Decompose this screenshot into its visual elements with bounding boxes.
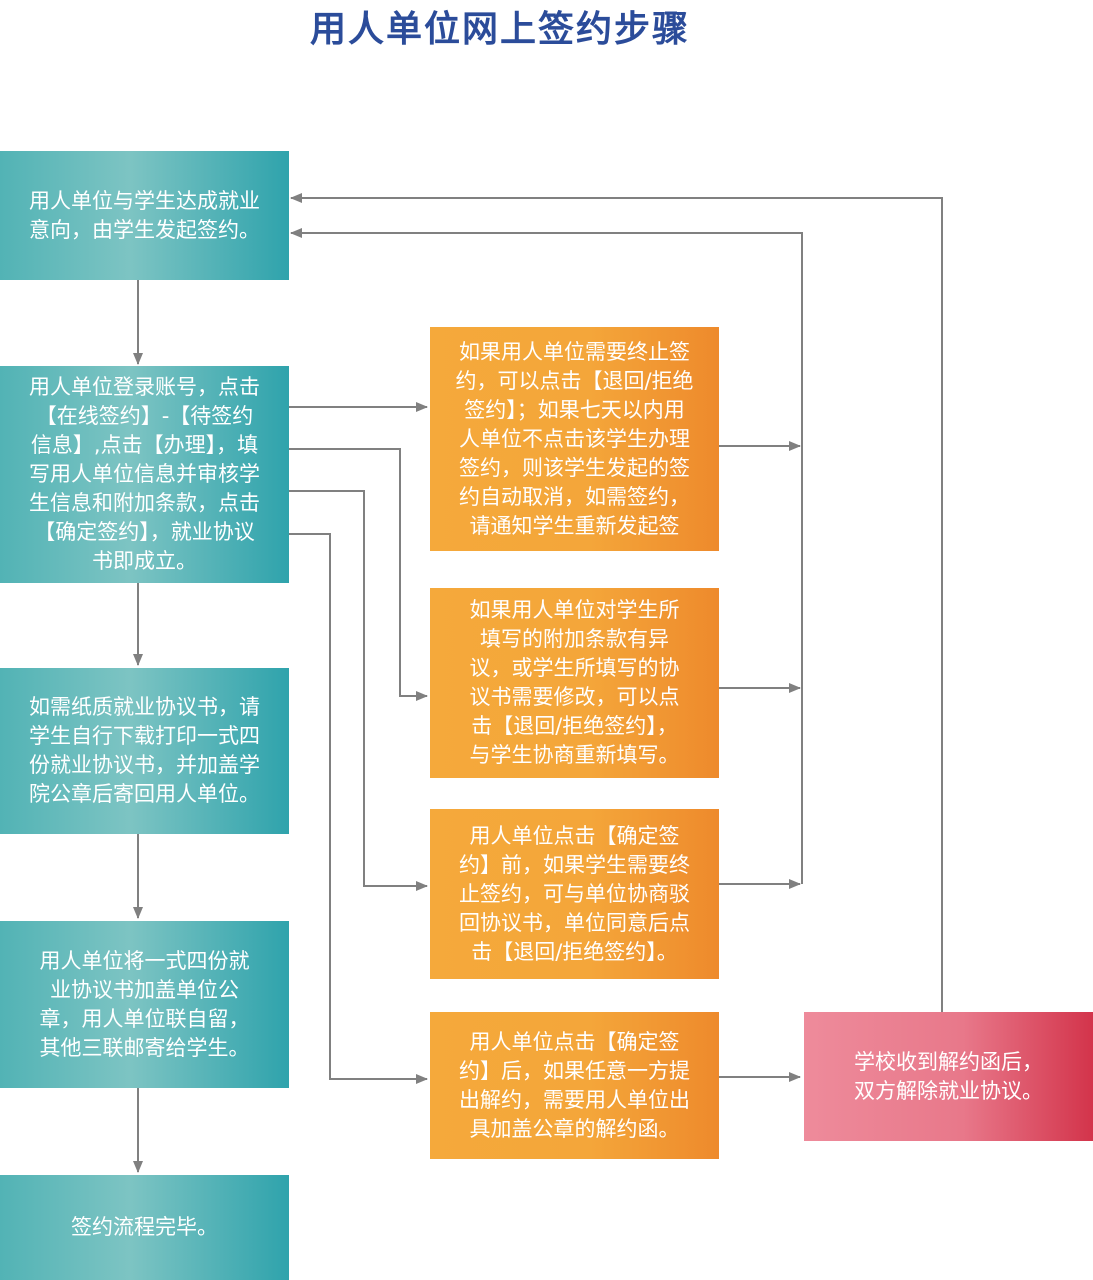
step-5-box: 签约流程完毕。 [0, 1175, 289, 1280]
return-line-vertical [290, 228, 803, 884]
case-1-box: 如果用人单位需要终止签 约，可以点击【退回/拒绝 签约】；如果七天以内用 人单位… [430, 327, 719, 551]
arrow-step2-case3 [289, 490, 428, 891]
step-5-text: 签约流程完毕。 [71, 1215, 218, 1239]
step-3-box: 如需纸质就业协议书，请 学生自行下载打印一式四 份就业协议书，并加盖学 院公章后… [0, 668, 289, 834]
step-2-box: 用人单位登录账号，点击 【在线签约】-【待签约 信息】,点击【办理】，填 写用人… [0, 366, 289, 583]
case-4-text: 用人单位点击【确定签 约】后，如果任意一方提 出解约，需要用人单位出 具加盖公章… [459, 1029, 690, 1141]
step-1-box: 用人单位与学生达成就业 意向，由学生发起签约。 [0, 151, 289, 280]
case-3-box: 用人单位点击【确定签 约】前，如果学生需要终 止签约，可与单位协商驳 回协议书，… [430, 809, 719, 979]
case-4-box: 用人单位点击【确定签 约】后，如果任意一方提 出解约，需要用人单位出 具加盖公章… [430, 1012, 719, 1159]
arrow-result-return [290, 193, 943, 1012]
step-2-text: 用人单位登录账号，点击 【在线签约】-【待签约 信息】,点击【办理】，填 写用人… [29, 375, 260, 573]
result-text: 学校收到解约函后， 双方解除就业协议。 [854, 1049, 1043, 1103]
step-3-text: 如需纸质就业协议书，请 学生自行下载打印一式四 份就业协议书，并加盖学 院公章后… [29, 695, 260, 806]
result-box: 学校收到解约函后， 双方解除就业协议。 [804, 1012, 1093, 1141]
case-3-text: 用人单位点击【确定签 约】前，如果学生需要终 止签约，可与单位协商驳 回协议书，… [459, 823, 690, 964]
case-2-box: 如果用人单位对学生所 填写的附加条款有异 议，或学生所填写的协 议书需要修改，可… [430, 588, 719, 778]
case-2-text: 如果用人单位对学生所 填写的附加条款有异 议，或学生所填写的协 议书需要修改，可… [469, 598, 680, 767]
case-1-text: 如果用人单位需要终止签 约，可以点击【退回/拒绝 签约】；如果七天以内用 人单位… [455, 339, 694, 538]
step-4-box: 用人单位将一式四份就 业协议书加盖单位公 章，用人单位联自留， 其他三联邮寄给学… [0, 921, 289, 1088]
page-title: 用人单位网上签约步骤 [309, 8, 690, 50]
arrow-step2-case4 [289, 533, 428, 1084]
step-4-text: 用人单位将一式四份就 业协议书加盖单位公 章，用人单位联自留， 其他三联邮寄给学… [39, 948, 250, 1060]
step-1-text: 用人单位与学生达成就业 意向，由学生发起签约。 [29, 188, 260, 242]
arrow-step2-case2 [289, 448, 428, 701]
